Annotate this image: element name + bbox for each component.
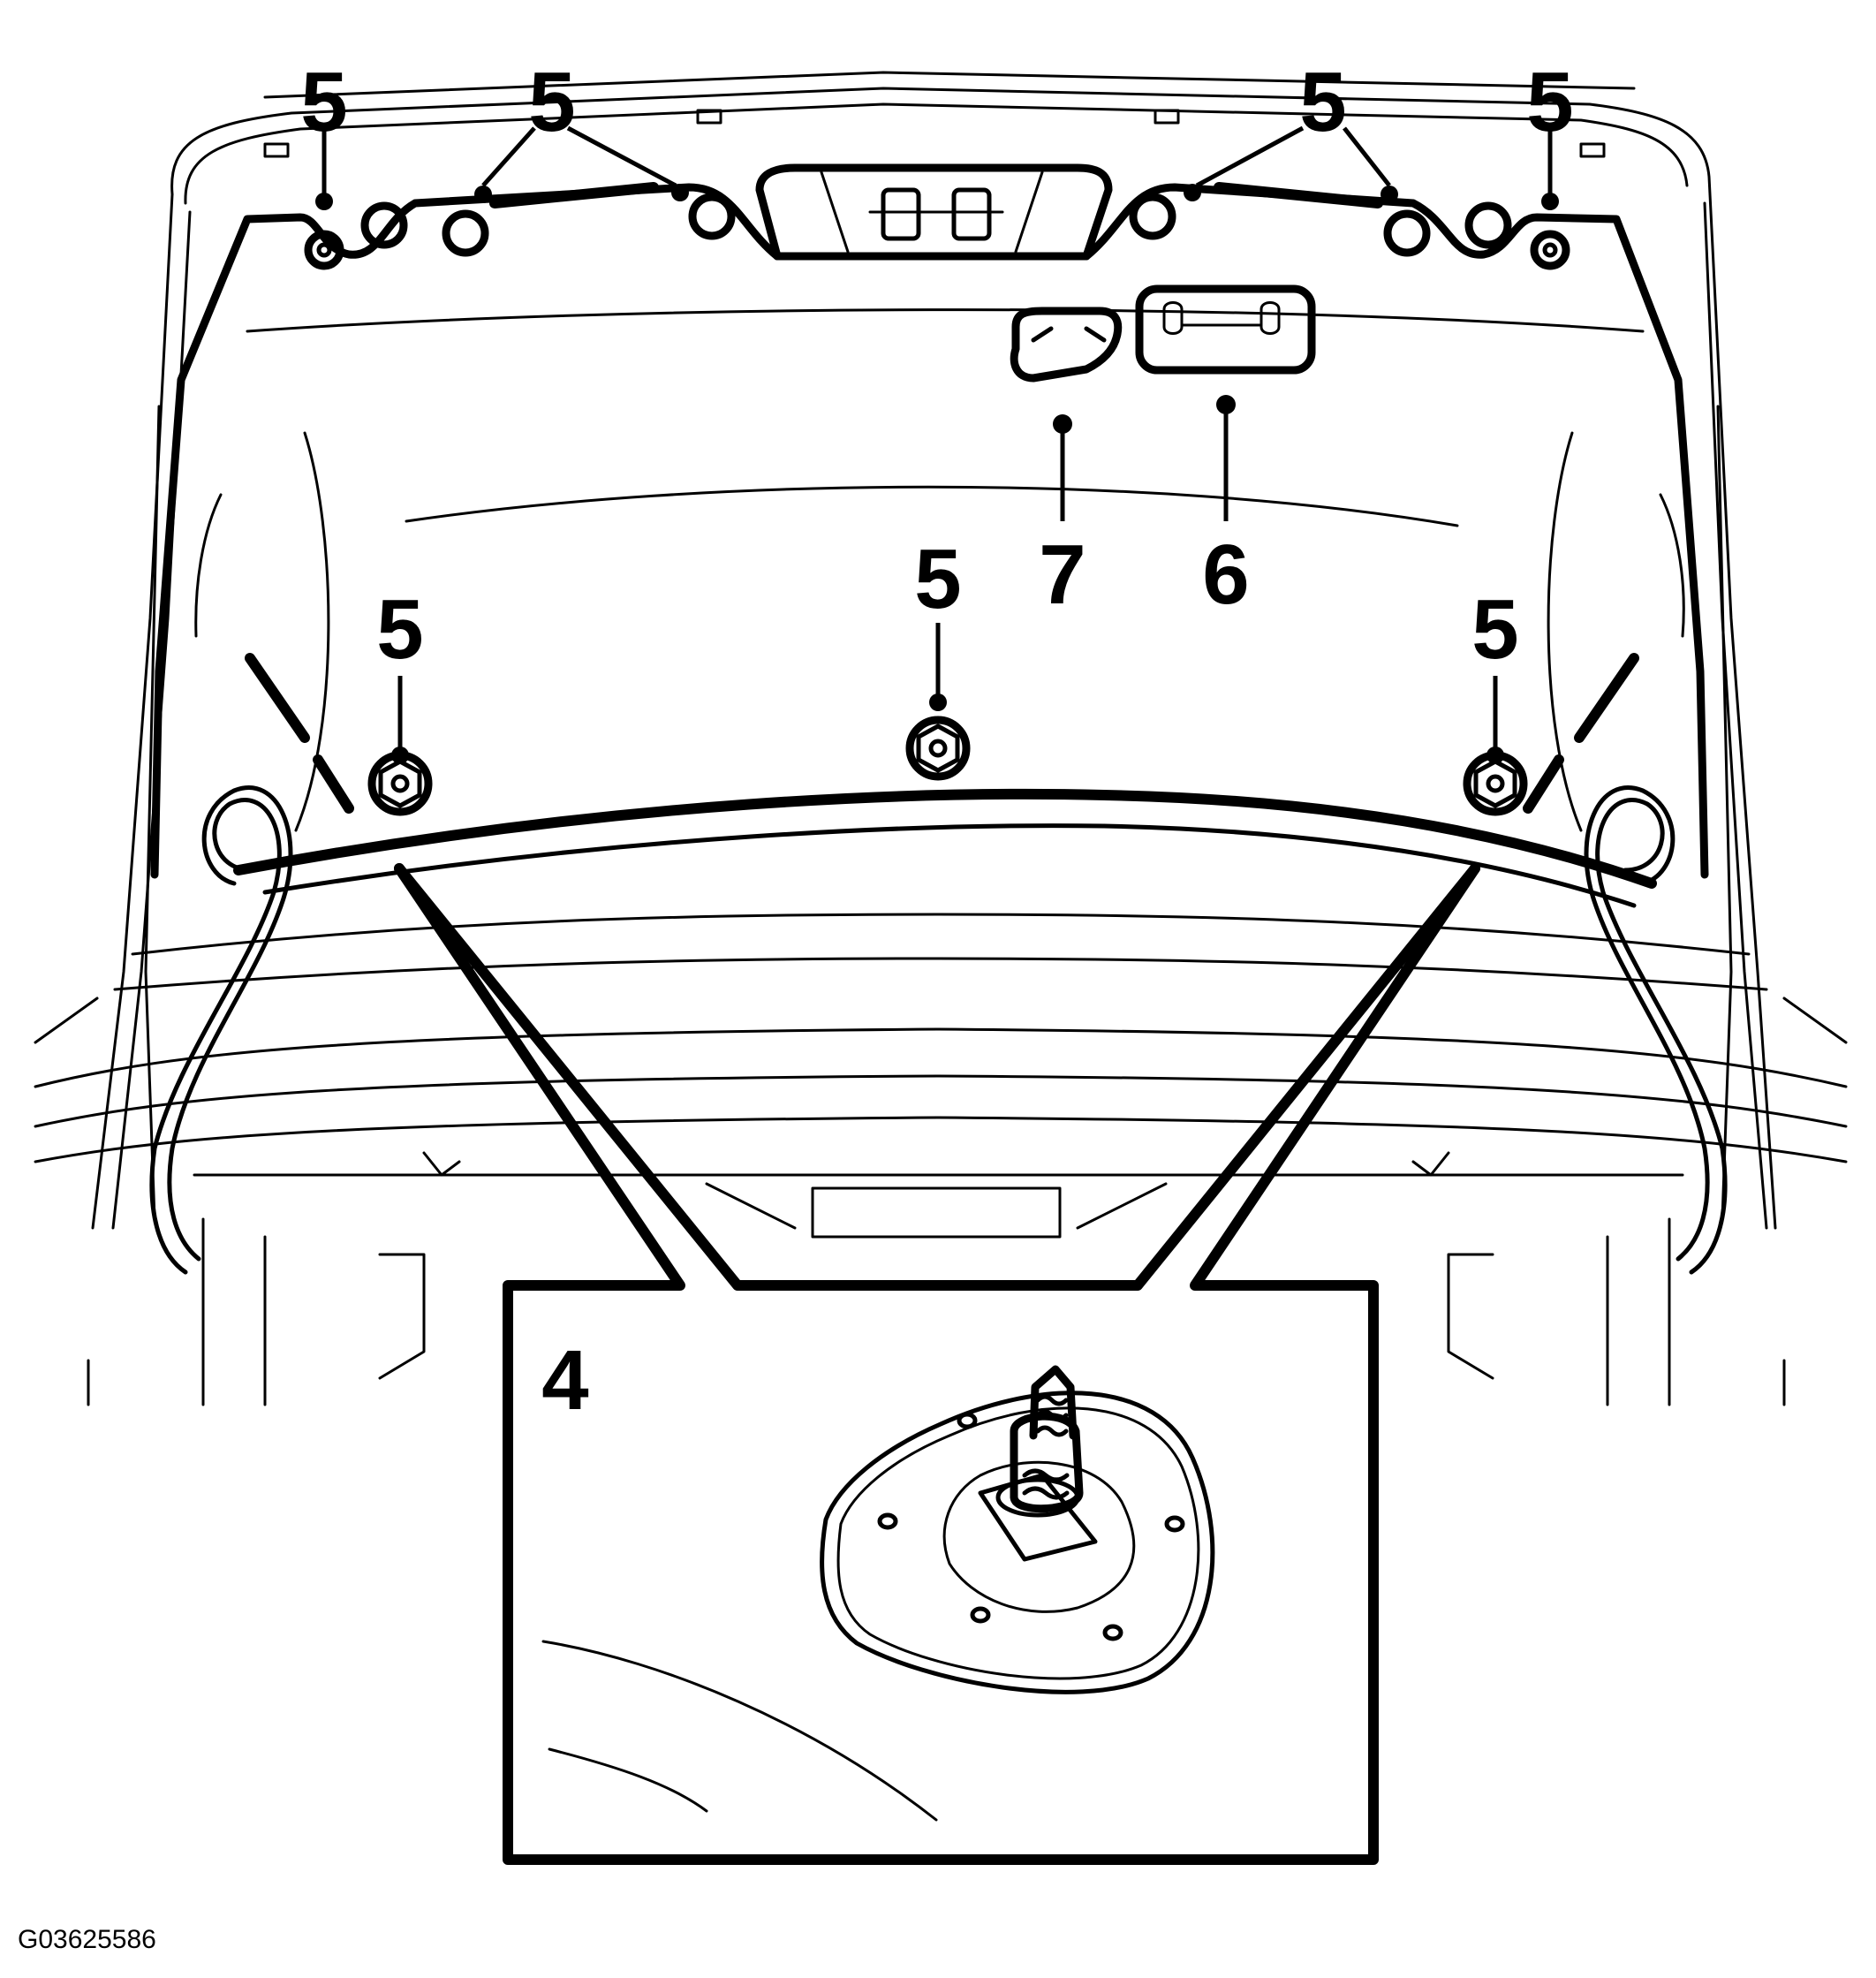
hook-clip [1010,307,1123,383]
callout-5-top-4: 5 [1526,55,1573,149]
callout-5-top-2: 5 [528,55,575,149]
figure-code: G03625586 [18,1925,156,1954]
callout-7: 7 [1039,527,1086,622]
hinge-arms [149,785,1728,1275]
callout-5-mid-left: 5 [376,582,423,677]
upper-clip-bosses [304,182,1570,270]
leader-lines [315,125,1559,764]
detail-frame [394,863,1480,1865]
callout-5-mid-center: 5 [914,532,961,626]
callout-5-mid-right: 5 [1471,582,1518,677]
roof-slots [263,109,1606,158]
callout-labels: 5 5 5 5 5 5 5 7 6 4 [300,55,1573,1428]
tailgate-outer-body [91,71,1777,1230]
panel-contours [245,308,1645,832]
rear-body-lines [34,913,1848,1406]
detail-clip-drawing [541,1365,1215,1822]
callout-5-top-3: 5 [1299,55,1346,149]
callout-6: 6 [1202,527,1249,622]
callout-4-detail: 4 [541,1333,588,1428]
lamp-housing [1135,284,1316,375]
callout-5-top-1: 5 [300,55,347,149]
top-handle-assembly [755,163,1113,261]
